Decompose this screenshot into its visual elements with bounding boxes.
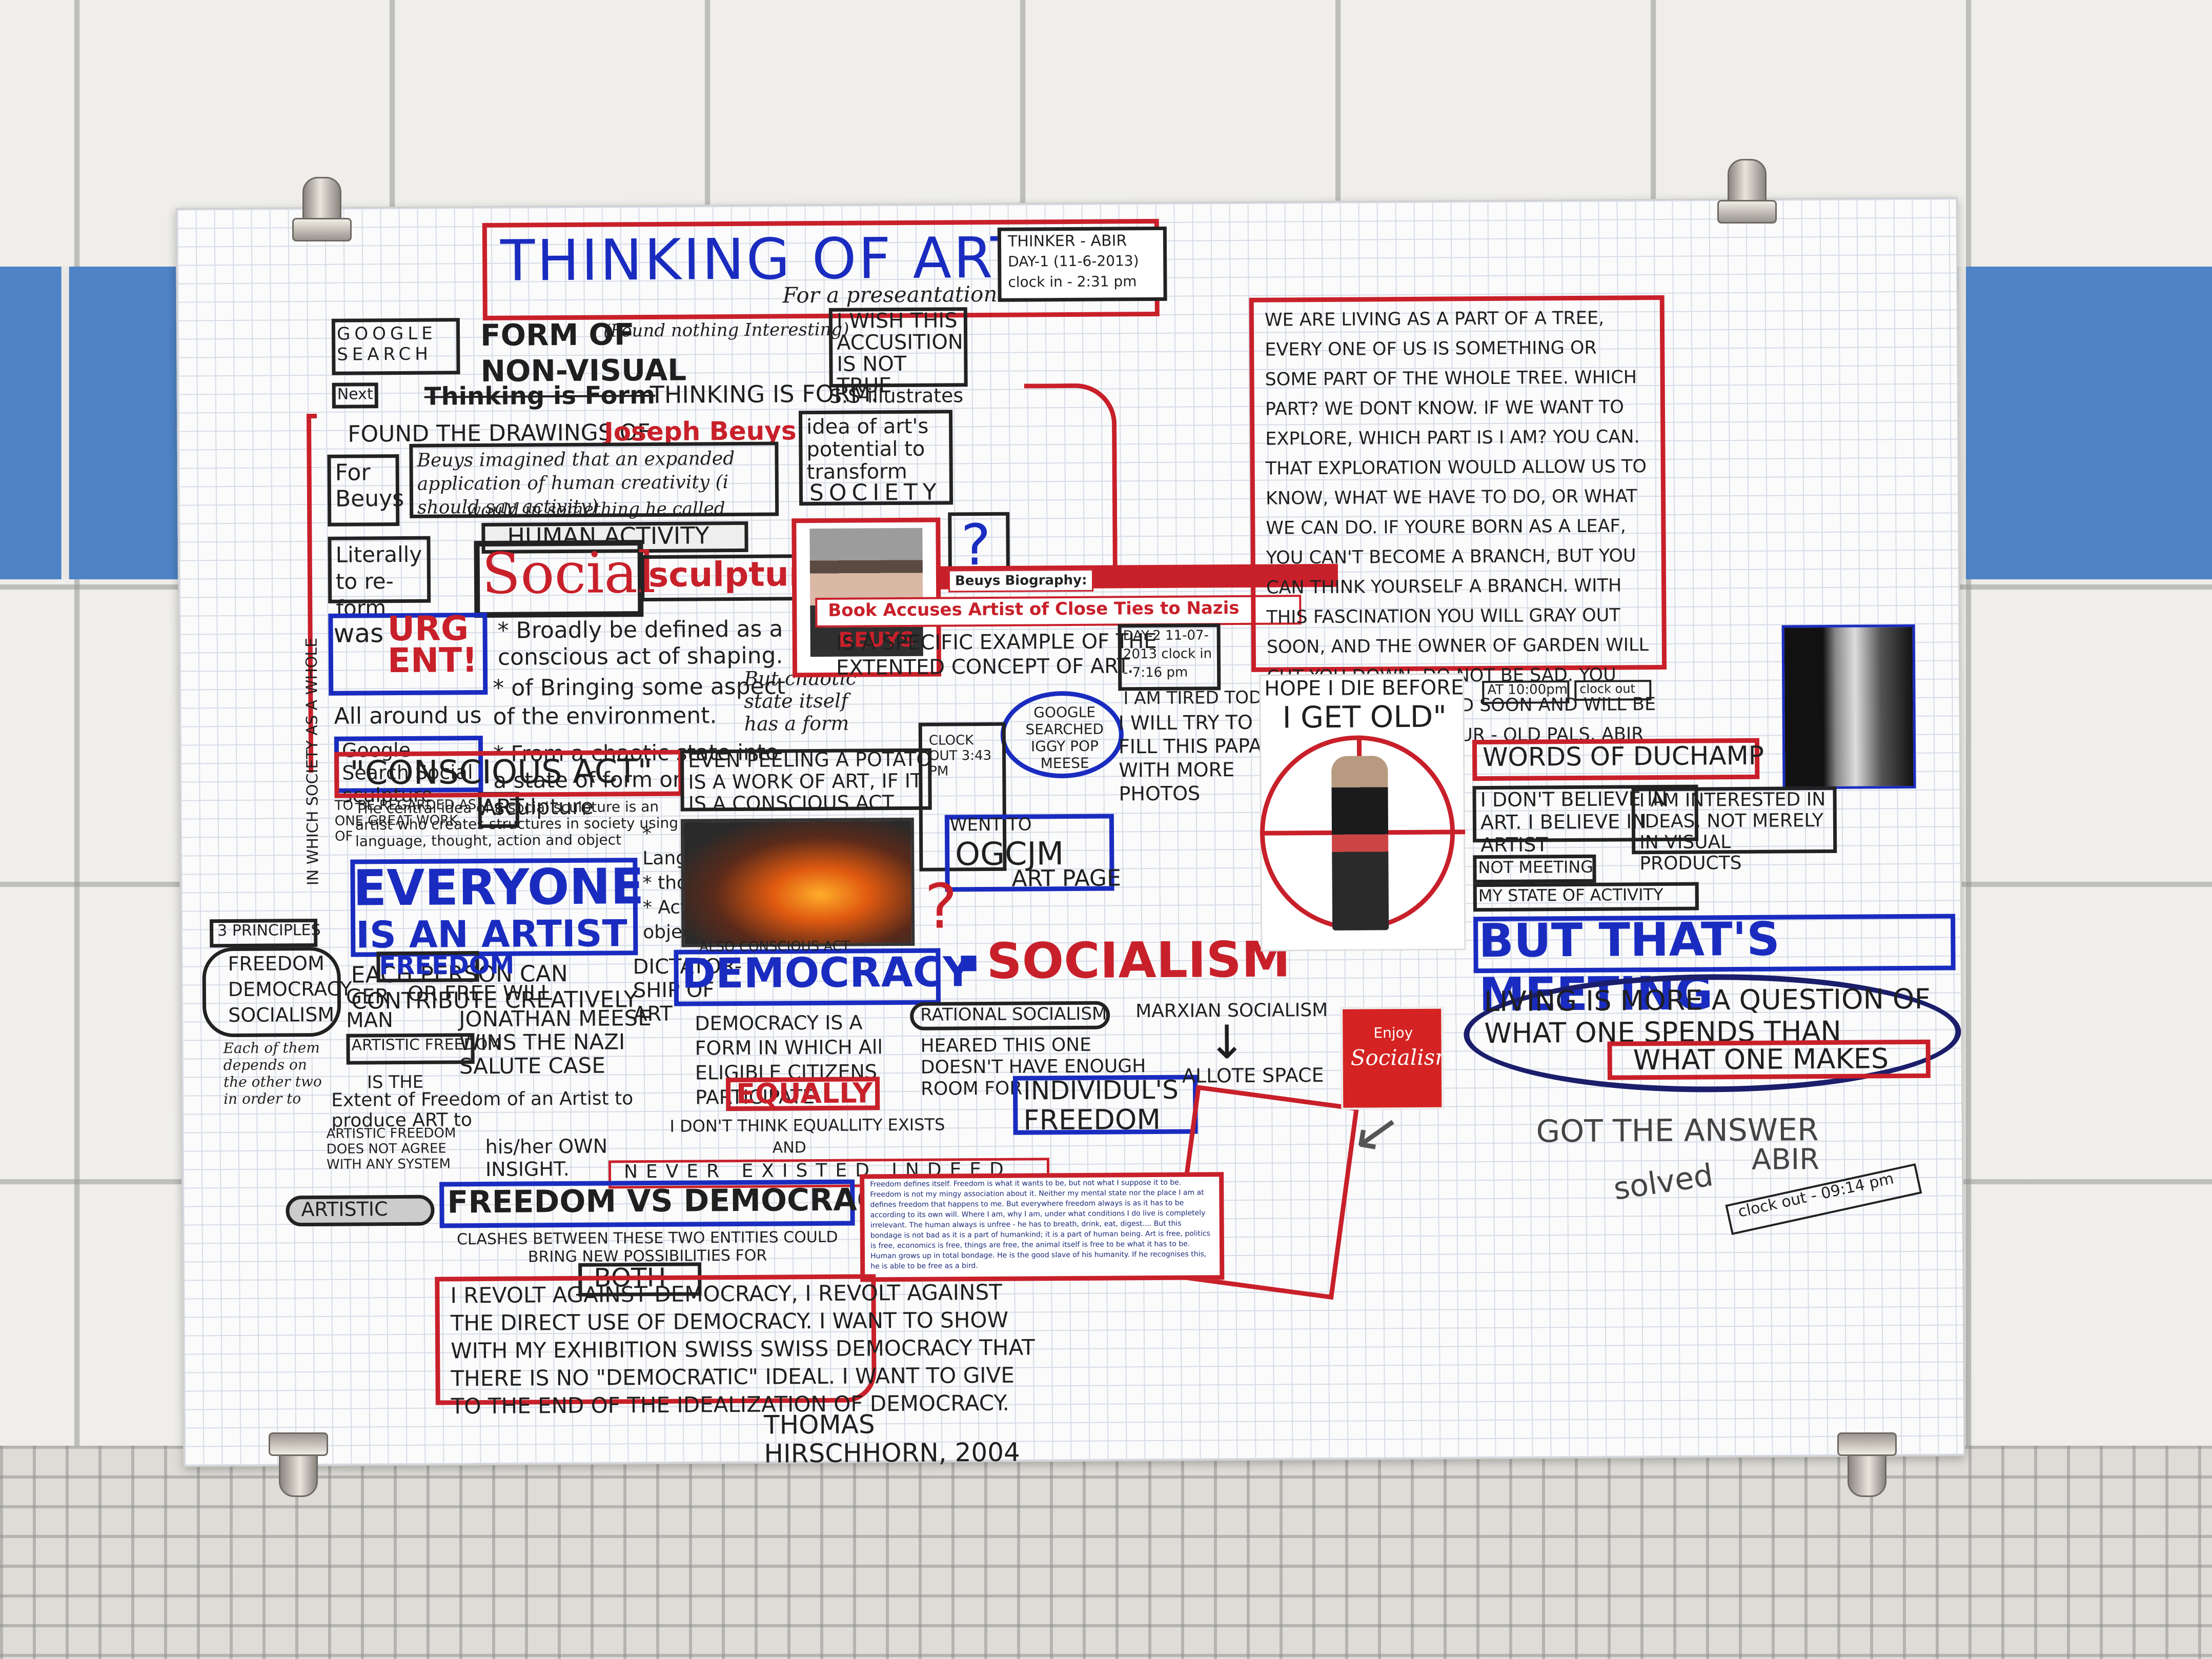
burning-car-photo — [680, 817, 915, 947]
thinking-is-form-1: Thinking is Form — [424, 380, 656, 411]
principle-democracy: DEMOCRACY — [228, 977, 352, 1001]
would-in: would in something he called — [466, 498, 725, 521]
thinker-line1: THINKER - ABIR — [1007, 232, 1127, 251]
down-arrow: ↓ — [1207, 1015, 1247, 1070]
socialism-logo-small: Enjoy — [1373, 1024, 1413, 1042]
words-duchamp: WORDS OF DUCHAMP — [1482, 740, 1764, 773]
social-word: Social — [481, 539, 656, 607]
google-iggy: GOOGLE SEARCHED IGGY POP MEESE — [1025, 703, 1104, 772]
principle-freedom: FREEDOM — [228, 952, 324, 976]
democracy-word: DEMOCRACY — [681, 948, 973, 998]
clashes: CLASHES BETWEEN THESE TWO ENTITIES COULD… — [456, 1228, 838, 1266]
dont-think: I DON'T THINK EQUALLITY EXISTS — [669, 1115, 945, 1136]
peeling-potato: EVEN PEELING A POTATO IS A WORK OF ART, … — [687, 747, 932, 815]
thinker-line3: clock in - 2:31 pm — [1008, 273, 1137, 291]
three-principles: 3 PRINCIPLES — [217, 921, 321, 940]
red-connector — [1024, 383, 1118, 589]
binder-clip-top-right — [1717, 159, 1777, 224]
went-to: WENT TO — [949, 814, 1032, 836]
revolt-quote: I REVOLT AGAINST DEMOCRACY, I REVOLT AGA… — [450, 1279, 1035, 1419]
ss-illustrates: S.S-illustrates — [829, 384, 964, 408]
google-search-label: GOOGLE SEARCH — [336, 323, 437, 365]
beuys-book: Book Accuses Artist of Close Ties to Naz… — [828, 597, 1240, 621]
urgent-word: URG ENT! — [387, 609, 478, 681]
everyone: EVERYONE — [353, 858, 644, 917]
clock-out: clock out — [1579, 681, 1635, 696]
poster-subtitle: For a preseantation — [782, 281, 998, 308]
abir-sign: ABIR — [1751, 1143, 1820, 1177]
thomas-signature: THOMAS HIRSCHHORN, 2004 — [763, 1409, 1021, 1469]
rational-socialism: RATIONAL SOCIALISM — [920, 1003, 1107, 1025]
question-mark-2: ? — [924, 871, 958, 943]
or-free-will: OR FREE WILL — [407, 981, 553, 1006]
i-get-old: I GET OLD" — [1282, 699, 1447, 735]
society-label: SOCIETY — [809, 479, 942, 507]
interested: I AM INTERESTED IN IDEAS, NOT MERELY IN … — [1639, 789, 1826, 875]
broadly: * Broadly be defined as a conscious act … — [497, 616, 783, 671]
art-page: ART PAGE — [1011, 865, 1121, 892]
thinker-line2: DAY-1 (11-6-2013) — [1008, 252, 1139, 270]
solved: solved — [1611, 1157, 1716, 1207]
clock-strip-text: CLOCK OUT 3:43 PM — [928, 733, 992, 779]
individuls: INDIVIDUL'S — [1023, 1075, 1179, 1106]
mind-map-poster: THINKING OF ART For a preseantation THIN… — [175, 197, 1965, 1469]
socialism-logo-text: Socialism — [1350, 1044, 1456, 1070]
not-meeting: NOT MEETING — [1478, 857, 1594, 878]
allote-space: ALLOTE SPACE — [1182, 1063, 1324, 1087]
duchamp-photo — [1781, 624, 1916, 790]
ger-man: GER MAN — [346, 985, 394, 1033]
and-word: AND — [772, 1139, 806, 1157]
tiled-floor — [0, 1446, 2212, 1659]
socialism-word: SOCIALISM — [986, 930, 1291, 990]
central-idea: The central idea of a social sculpture i… — [355, 798, 679, 850]
socialism-logo: Enjoy Socialism — [1341, 1006, 1455, 1110]
in-which-society: IN WHICH SOCIETY AS A WHOLE — [302, 637, 322, 886]
next-label: Next — [337, 385, 373, 403]
equally: EQUALLY — [736, 1077, 873, 1110]
conscious-act: "CONSCIOUS ACT" — [350, 752, 653, 793]
idea-potential: idea of art's potential to transform — [806, 414, 929, 484]
hope-die: HOPE I DIE BEFORE — [1264, 676, 1464, 701]
for-beuys: For Beuys — [335, 459, 404, 512]
was-word: was — [333, 618, 384, 649]
found-nothing: (Found nothing Interesting) — [603, 319, 849, 341]
freedom-text: Freedom defines itself. Freedom is what … — [870, 1178, 1211, 1271]
binder-clip-bottom-left — [269, 1432, 328, 1497]
artistic-label: ARTISTIC — [301, 1198, 388, 1221]
freedom-word: FREEDOM — [379, 950, 515, 981]
freedom-2: FREEDOM — [1023, 1103, 1161, 1137]
at-time: AT 10:00pm — [1487, 682, 1568, 698]
what-one-makes: WHAT ONE MAKES — [1633, 1042, 1889, 1077]
artistic-freedom: ARTISTIC FREEDOM — [351, 1035, 501, 1055]
also-conscious: ALSO CONSCIOUS ACT — [699, 938, 850, 955]
artistic-freedom-2: ARTISTIC FREEDOM DOES NOT AGREE WITH ANY… — [326, 1125, 456, 1172]
all-around: All around us — [334, 702, 482, 730]
socialism-marker — [961, 956, 977, 972]
day2: DAY-2 11-07-2013 clock in - 7:16 pm — [1123, 628, 1212, 681]
iggy-figure — [1331, 756, 1389, 930]
each-of-them: Each of them depends on the other two in… — [223, 1039, 322, 1108]
freedom-vs: FREEDOM VS DEMOCRACY — [447, 1182, 902, 1221]
binder-clip-bottom-right — [1837, 1432, 1897, 1497]
extent-of-freedom: Extent of Freedom of an Artist to produc… — [331, 1088, 634, 1131]
principle-socialism: SOCIALISM — [228, 1003, 335, 1027]
beuys-bio-label: Beuys Biography: — [948, 569, 1094, 593]
binder-clip-top-left — [292, 177, 352, 241]
is-an-artist: IS AN ARTIST — [355, 912, 628, 957]
state-of-activity: MY STATE OF ACTIVITY — [1478, 884, 1663, 906]
